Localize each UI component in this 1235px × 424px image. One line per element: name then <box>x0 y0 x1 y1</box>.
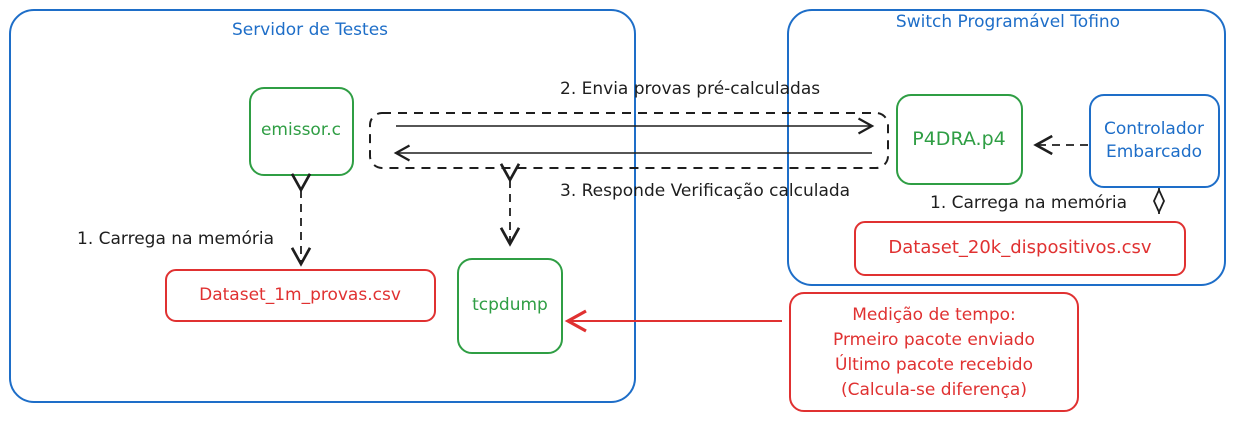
emissor-label: emissor.c <box>260 120 342 140</box>
load-memory-right-label: 1. Carrega na memória <box>930 193 1127 213</box>
dataset-dispositivos-box <box>854 221 1186 276</box>
respond-verification-label: 3. Responde Verificação calculada <box>560 181 851 201</box>
tcpdump-box <box>457 258 563 354</box>
timing-note-line2: Prmeiro pacote enviado <box>833 330 1035 350</box>
controller-dataset-diamond <box>1153 187 1165 215</box>
controlador-label-line1: Controlador <box>1103 119 1205 139</box>
timing-note-box <box>789 292 1079 412</box>
dataset-provas-label: Dataset_1m_provas.csv <box>199 285 401 305</box>
load-memory-left-label: 1. Carrega na memória <box>77 229 274 249</box>
switch-title: Switch Programável Tofino <box>895 12 1121 32</box>
switch-container <box>787 9 1226 286</box>
controlador-label-line2: Embarcado <box>1105 142 1203 162</box>
test-server-container <box>9 9 636 403</box>
tcpdump-label: tcpdump <box>472 295 548 315</box>
timing-note-line3: Último pacote recebido <box>835 355 1033 375</box>
send-proofs-label: 2. Envia provas pré-calculadas <box>560 79 821 99</box>
p4dra-box <box>896 94 1023 185</box>
timing-note-line1: Medição de tempo: <box>852 305 1016 325</box>
p4dra-label: P4DRA.p4 <box>912 128 1006 150</box>
test-server-title: Servidor de Testes <box>231 20 389 40</box>
dataset-provas-box <box>165 269 436 322</box>
timing-note-line4: (Calcula-se diferença) <box>841 380 1027 400</box>
packet-channel-box <box>369 112 889 169</box>
dataset-dispositivos-label: Dataset_20k_dispositivos.csv <box>888 237 1152 258</box>
controlador-box <box>1089 94 1220 188</box>
